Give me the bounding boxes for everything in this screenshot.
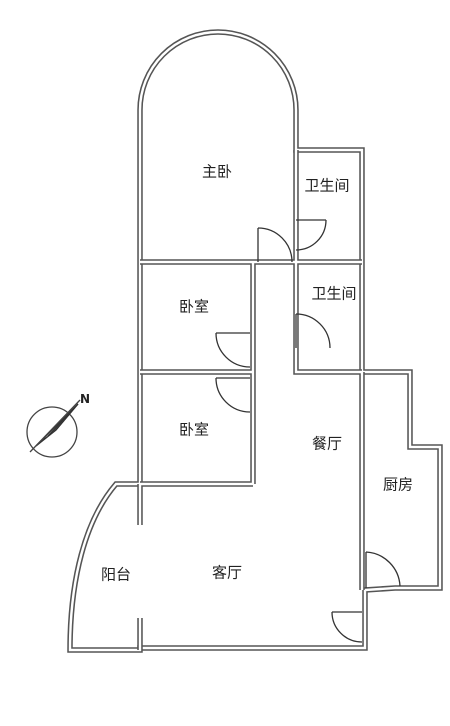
label-bathroom-2: 卫生间 <box>311 285 356 303</box>
room-labels: 主卧 卫生间 卫生间 卧室 卧室 餐厅 厨房 阳台 客厅 <box>101 163 413 584</box>
label-dining-room: 餐厅 <box>312 435 342 453</box>
door-bathroom-2 <box>295 313 331 349</box>
label-bedroom-2: 卧室 <box>179 421 209 439</box>
interior-walls <box>137 150 365 650</box>
label-bedroom-1: 卧室 <box>179 298 209 316</box>
label-kitchen: 厨房 <box>383 476 413 494</box>
door-bathroom-1 <box>295 219 327 251</box>
door-master-bedroom <box>257 227 293 263</box>
doors <box>215 219 401 643</box>
label-balcony: 阳台 <box>101 566 131 584</box>
label-bathroom-1: 卫生间 <box>304 177 349 195</box>
door-entrance <box>331 611 363 643</box>
walls <box>67 29 443 653</box>
door-kitchen <box>365 551 401 588</box>
outer-wall-core <box>68 30 442 652</box>
compass-north-label: N <box>80 392 90 406</box>
compass-icon: N <box>26 392 90 458</box>
door-bedroom-1 <box>215 332 251 368</box>
interior-walls-core <box>138 150 364 650</box>
label-master-bedroom: 主卧 <box>202 163 232 181</box>
door-bedroom-2 <box>215 377 251 413</box>
label-living-room: 客厅 <box>212 564 242 582</box>
